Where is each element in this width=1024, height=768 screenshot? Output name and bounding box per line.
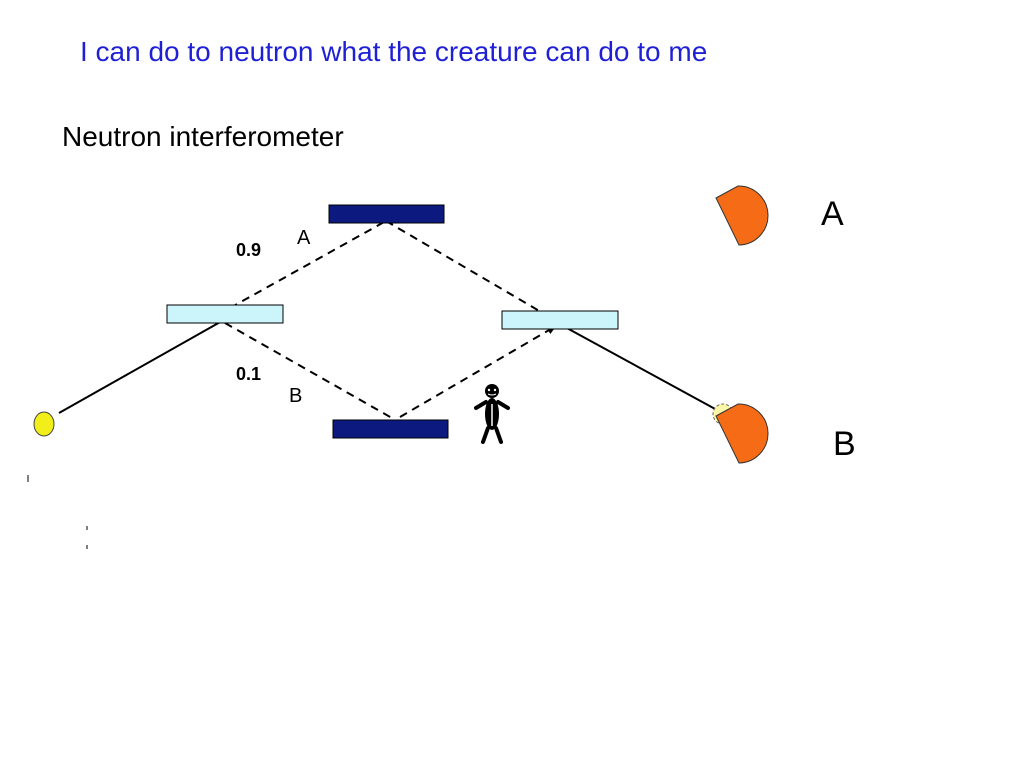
probability-upper-label: 0.9	[236, 240, 261, 260]
slide-title: I can do to neutron what the creature ca…	[80, 36, 708, 67]
beam-splitter-left	[166, 304, 284, 324]
path-label-lower: B	[289, 385, 302, 407]
path-lower-left	[224, 322, 393, 419]
path-upper-left	[229, 220, 387, 309]
path-upper-right	[385, 220, 554, 320]
path-label-upper: A	[297, 227, 311, 249]
probability-lower-label: 0.1	[236, 364, 261, 384]
outgoing-beam	[564, 326, 718, 411]
neutron-source-icon	[33, 411, 55, 437]
detector-a-icon	[715, 185, 769, 246]
detector-b-icon	[715, 403, 769, 464]
detector-label-b: B	[833, 425, 856, 463]
slide-subtitle: Neutron interferometer	[62, 121, 344, 152]
creature-icon	[474, 384, 510, 444]
beam-splitter-right	[501, 310, 619, 330]
mirror-bottom	[332, 419, 449, 439]
path-lower-right	[399, 325, 557, 418]
mirror-top	[328, 204, 445, 224]
incoming-beam	[58, 320, 223, 414]
detector-label-a: A	[821, 195, 844, 233]
